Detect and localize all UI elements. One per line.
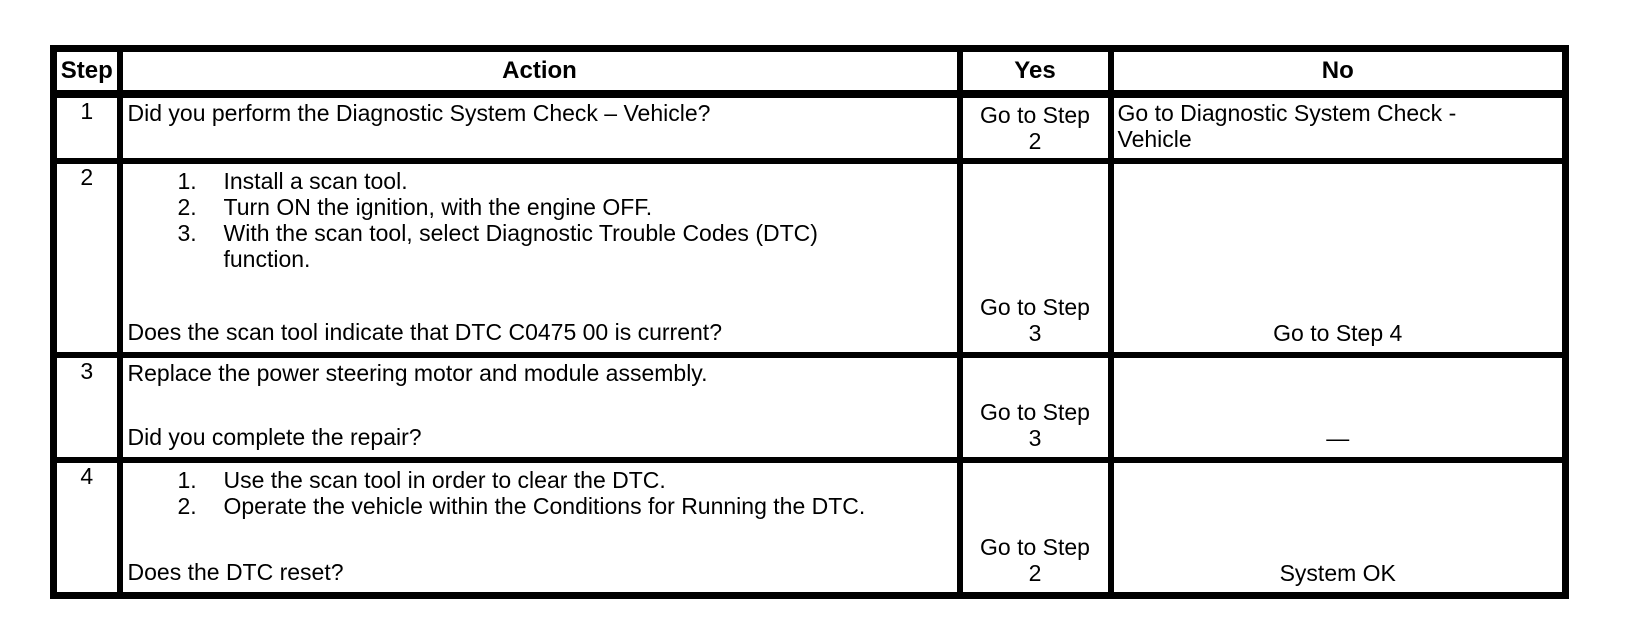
table-row-step-2: 2 1. Install a scan tool. 2. Turn ON the…: [50, 158, 1569, 358]
no-text: —: [1326, 425, 1350, 451]
no-text: System OK: [1279, 560, 1396, 586]
list-item-text: Turn ON the ignition, with the engine OF…: [223, 194, 653, 220]
list-item-text: With the scan tool, select Diagnostic Tr…: [223, 220, 818, 272]
action-numbered-list: 1. Use the scan tool in order to clear t…: [128, 467, 949, 519]
action-content: 1. Install a scan tool. 2. Turn ON the i…: [126, 167, 954, 349]
diagnostic-table: Step Action Yes No 1 Did you perform the…: [50, 45, 1569, 599]
no-text: Go to Step 4: [1273, 320, 1403, 346]
list-item-number: 2.: [177, 493, 197, 519]
header-yes: Yes: [956, 45, 1114, 98]
header-action: Action: [116, 45, 963, 98]
list-item-text: Operate the vehicle within the Condition…: [223, 493, 866, 519]
action-list-item: 2. Operate the vehicle within the Condit…: [178, 493, 949, 519]
action-question: Does the DTC reset?: [127, 559, 344, 585]
no-content: Go to Diagnostic System Check - Vehicle: [1117, 100, 1560, 155]
no-cell: Go to Diagnostic System Check - Vehicle: [1107, 91, 1569, 164]
yes-cell: Go to Step 3: [956, 158, 1114, 358]
no-content: System OK: [1117, 466, 1560, 590]
action-content: Did you perform the Diagnostic System Ch…: [126, 100, 954, 155]
action-cell: 1. Use the scan tool in order to clear t…: [116, 457, 963, 599]
action-content: 1. Use the scan tool in order to clear t…: [126, 466, 954, 590]
yes-cell: Go to Step 3: [956, 352, 1114, 463]
action-cell: 1. Install a scan tool. 2. Turn ON the i…: [116, 158, 963, 358]
step-number: 2: [50, 158, 123, 358]
yes-text: Go to Step 2: [980, 534, 1090, 586]
no-content: —: [1117, 361, 1560, 454]
yes-text: Go to Step 3: [980, 399, 1090, 451]
list-item-text: Use the scan tool in order to clear the …: [223, 467, 666, 493]
step-number: 3: [50, 352, 123, 463]
yes-cell: Go to Step 2: [956, 457, 1114, 599]
list-item-number: 2.: [177, 194, 197, 220]
no-cell: System OK: [1107, 457, 1569, 599]
step-number: 1: [50, 91, 123, 164]
action-cell: Replace the power steering motor and mod…: [116, 352, 963, 463]
no-cell: —: [1107, 352, 1569, 463]
yes-cell: Go to Step 2: [956, 91, 1114, 164]
list-item-number: 1.: [177, 467, 197, 493]
no-text: Go to Diagnostic System Check - Vehicle: [1117, 100, 1457, 152]
action-question: Did you perform the Diagnostic System Ch…: [127, 100, 711, 126]
list-item-number: 1.: [177, 168, 197, 194]
action-list-item: 3. With the scan tool, select Diagnostic…: [178, 220, 949, 272]
action-list-item: 1. Use the scan tool in order to clear t…: [178, 467, 949, 493]
step-number: 4: [50, 457, 123, 599]
yes-content: Go to Step 3: [966, 361, 1105, 454]
action-list-item: 2. Turn ON the ignition, with the engine…: [178, 194, 949, 220]
action-numbered-list: 1. Install a scan tool. 2. Turn ON the i…: [128, 168, 949, 272]
action-cell: Did you perform the Diagnostic System Ch…: [116, 91, 963, 164]
yes-text: Go to Step 2: [980, 102, 1090, 154]
table-row-step-1: 1 Did you perform the Diagnostic System …: [50, 91, 1569, 164]
no-cell: Go to Step 4: [1107, 158, 1569, 358]
header-row: Step Action Yes No: [50, 45, 1569, 98]
action-list-item: 1. Install a scan tool.: [178, 168, 949, 194]
action-question: Did you complete the repair?: [127, 424, 422, 450]
yes-text: Go to Step 3: [980, 294, 1090, 346]
table-body: 1 Did you perform the Diagnostic System …: [50, 91, 1569, 599]
no-content: Go to Step 4: [1117, 167, 1560, 349]
header-no: No: [1107, 45, 1569, 98]
table-row-step-4: 4 1. Use the scan tool in order to clear…: [50, 457, 1569, 599]
yes-content: Go to Step 2: [966, 100, 1105, 155]
list-item-text: Install a scan tool.: [223, 168, 408, 194]
yes-content: Go to Step 3: [966, 167, 1105, 349]
action-question: Does the scan tool indicate that DTC C04…: [127, 319, 723, 345]
table-header: Step Action Yes No: [50, 45, 1569, 98]
list-item-number: 3.: [177, 220, 197, 246]
header-step: Step: [50, 45, 123, 98]
action-content: Replace the power steering motor and mod…: [126, 360, 954, 454]
action-instruction: Replace the power steering motor and mod…: [127, 360, 708, 386]
diagnostic-table-container: Step Action Yes No 1 Did you perform the…: [50, 45, 1569, 599]
yes-content: Go to Step 2: [966, 466, 1105, 590]
table-row-step-3: 3 Replace the power steering motor and m…: [50, 352, 1569, 463]
